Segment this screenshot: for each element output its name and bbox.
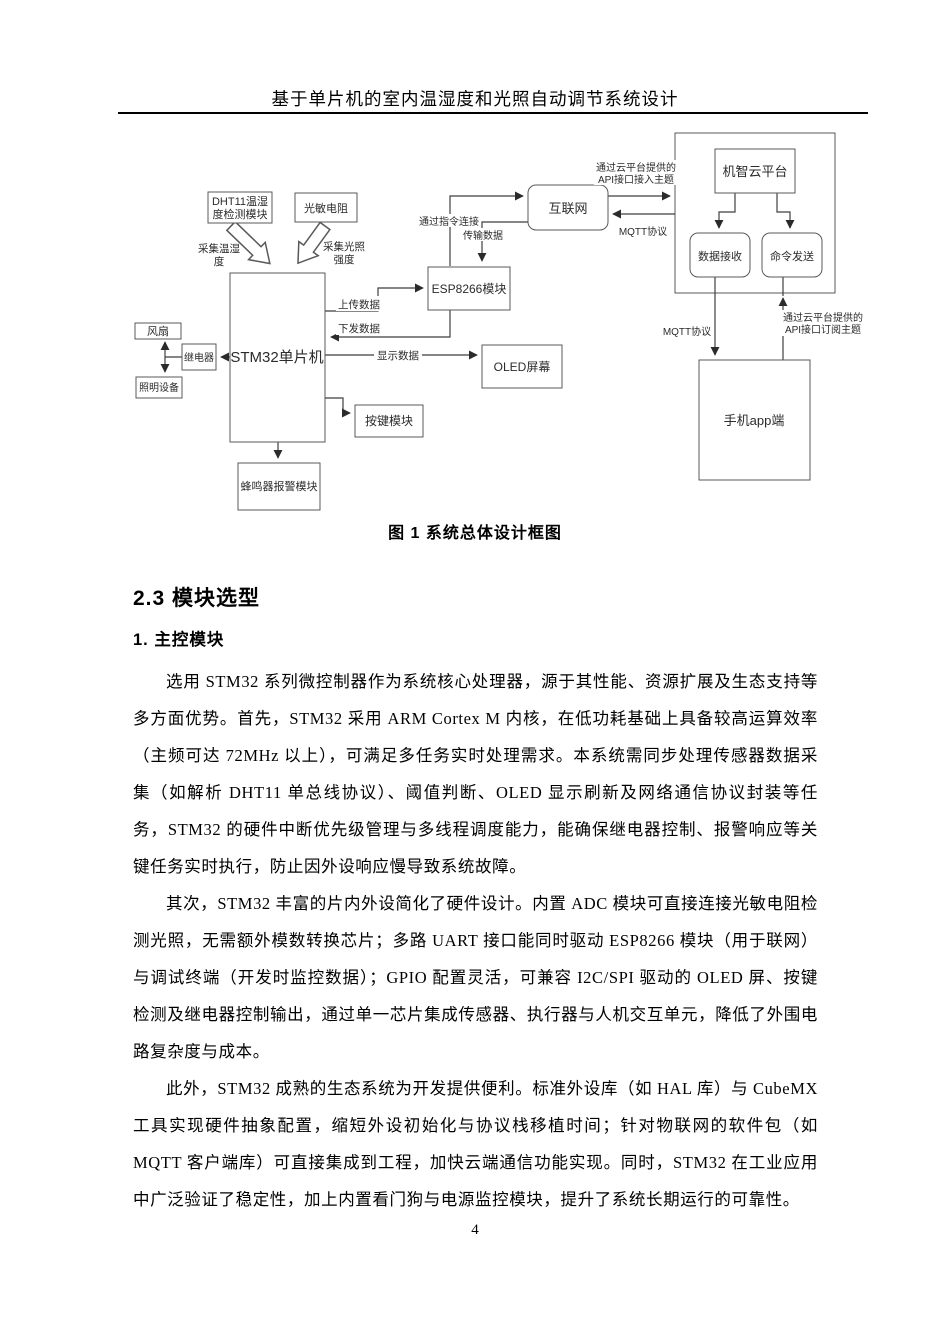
internet-label: 互联网 [548,201,587,216]
phone-app-box [698,359,811,481]
collect-th-label-line2: 度 [214,255,225,268]
cloud-platform-label: 机智云平台 [722,164,787,179]
keys-label: 按键模块 [365,414,413,428]
photoresistor-block-arrow [297,221,331,265]
oled-label: OLED屏幕 [494,360,551,374]
mqtt-bottom-label-bg [660,324,714,337]
relay-box [181,343,217,371]
api-sub-label-line1: 通过云平台提供的 [783,311,863,324]
cmd-send-label: 命令发送 [770,249,814,263]
cmd-connect-label-bg [418,214,480,227]
section-heading: 2.3 模块选型 [133,587,261,610]
phone-app-label: 手机app端 [724,413,785,428]
buzzer-box [237,462,321,511]
stm32-label: STM32单片机 [230,349,323,366]
display-label: 显示数据 [377,349,419,362]
esp8266-box [427,266,511,311]
download-label-bg [336,321,382,335]
oled-box [481,344,563,389]
wire-download-data [330,310,451,342]
transfer-data-label: 传输数据 [463,229,503,242]
collect-light-label-line2: 强度 [334,253,355,266]
figure-caption: 图 1 系统总体设计框图 [388,525,562,542]
buzzer-label: 蜂鸣器报警模块 [241,479,318,493]
wire-key-module [325,397,351,418]
relay-label: 继电器 [184,351,214,364]
dht11-label-line1: DHT11温湿 [212,195,268,208]
internet-box [527,184,609,231]
wire-esp-internet [449,191,524,266]
cloud-platform-box [714,148,796,194]
body-text: 选用 STM32 系列微控制器作为系统核心处理器，源于其性能、资源扩展及生态支持… [133,663,818,1218]
page-header-title: 基于单片机的室内温湿度和光照自动调节系统设计 [271,89,679,109]
paragraph-3: 此外，STM32 成熟的生态系统为开发提供便利。标准外设库（如 HAL 库）与 … [133,1079,818,1209]
system-block-diagram: DHT11温湿 度检测模块 光敏电阻 STM32单片机 风扇 继电器 照明设备 … [134,132,864,511]
data-receive-box [689,232,751,278]
page-number: 4 [471,1222,479,1238]
keys-box [354,404,424,438]
esp8266-label: ESP8266模块 [432,282,507,296]
mqtt-top-label: MQTT协议 [619,225,667,238]
mqtt-bottom-label: MQTT协议 [663,325,711,338]
stm32-box [229,272,326,443]
collect-light-label-line1: 采集光照 [323,240,365,253]
lighting-box [135,376,183,399]
api-sub-label-line2: API接口订阅主题 [785,323,861,336]
mqtt-top-label-bg [617,224,669,237]
paragraph-2: 其次，STM32 丰富的片内外设简化了硬件设计。内置 ADC 模块可直接连接光敏… [133,894,818,1061]
data-receive-label: 数据接收 [698,249,742,263]
dht11-block-arrow [225,220,271,265]
wire-internet-esp [477,221,528,262]
display-label-bg [374,347,422,362]
sub-heading: 1. 主控模块 [133,631,225,649]
header-divider [118,112,868,114]
upload-label: 上传数据 [338,298,380,311]
lighting-label: 照明设备 [139,381,179,394]
fan-label: 风扇 [147,324,169,338]
api-join-label-line1: 通过云平台提供的 [596,161,676,174]
upload-label-bg [336,296,382,311]
cmd-connect-label: 通过指令连接 [419,215,479,228]
download-label: 下发数据 [338,322,380,335]
cmd-send-box [761,232,823,278]
fan-box [134,322,182,340]
api-join-label-line2: API接口接入主题 [598,173,674,186]
api-sub-label-bg [782,310,864,336]
api-join-label-bg [594,160,678,185]
paragraph-1: 选用 STM32 系列微控制器作为系统核心处理器，源于其性能、资源扩展及生态支持… [133,672,818,876]
dht11-label-line2: 度检测模块 [213,207,268,221]
transfer-data-label-bg [460,228,506,241]
photoresistor-box [294,192,358,223]
wire-cloud-receive [714,193,736,229]
dht11-box [207,191,273,224]
collect-th-label-line1: 采集温湿 [198,242,240,255]
wire-cloud-send [776,193,795,229]
photoresistor-label: 光敏电阻 [304,201,348,215]
